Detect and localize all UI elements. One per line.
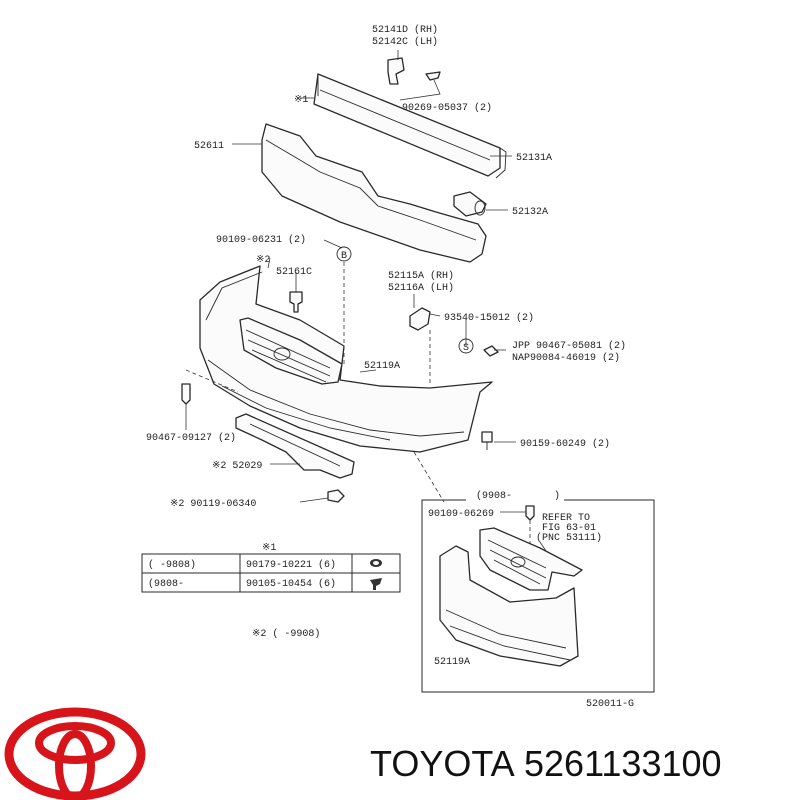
- refer-line-2: FIG 63-01: [542, 523, 596, 534]
- clip-icon-round: [370, 559, 382, 567]
- table-row-2-range: (9808-: [148, 578, 184, 590]
- label-90159: 90159-60249 (2): [520, 438, 610, 450]
- bumper-reinforcement: [313, 73, 507, 179]
- note1-marker: ※1: [294, 95, 308, 106]
- part-number: 5261133100: [524, 743, 722, 784]
- inset-clip: [525, 505, 535, 521]
- label-90269: 90269-05037 (2): [402, 102, 492, 114]
- label-52161c: 52161C: [276, 267, 312, 278]
- bumper-cover: [199, 265, 493, 453]
- label-90109-06269: 90109-06269: [428, 509, 494, 520]
- bumper-stay: [453, 191, 487, 217]
- bumper-retainer-bracket: [387, 57, 405, 85]
- figure-id: 520011-G: [586, 699, 634, 710]
- retainer-52161c: [289, 291, 303, 313]
- inset-label-52119a: 52119A: [434, 657, 470, 668]
- clip-90467: [181, 383, 191, 405]
- bumper-side-bracket: [409, 307, 431, 331]
- inset-grille: [479, 527, 583, 591]
- toyota-logo: [4, 707, 146, 800]
- label-90467: 90467-09127 (2): [146, 432, 236, 444]
- lower-absorber: [235, 413, 355, 479]
- label-nap-nut: NAP90084-46019 (2): [512, 352, 620, 364]
- bolt-90159: [481, 431, 493, 450]
- label-52611: 52611: [194, 141, 224, 152]
- label-52116a: 52116A (LH): [388, 282, 454, 294]
- label-52029: ※2 52029: [212, 461, 262, 472]
- table-row-1-range: ( -9808): [148, 559, 196, 571]
- inset-bumper-cover: [439, 545, 579, 667]
- table-row-1-part: 90179-10221 (6): [246, 559, 336, 571]
- brand-name: TOYOTA: [370, 743, 515, 784]
- svg-text:S: S: [463, 343, 469, 354]
- inset-date-range: (9908-: [476, 490, 512, 502]
- label-90109-06231: 90109-06231 (2): [216, 234, 306, 246]
- label-jpp-nut: JPP 90467-05081 (2): [512, 340, 626, 352]
- refer-line-3: (PNC 53111): [536, 532, 602, 544]
- energy-absorber: [261, 123, 487, 263]
- bolt-90119: [327, 489, 345, 503]
- inset-date-close: ): [554, 490, 560, 502]
- note2-footer: ※2 ( -9908): [252, 628, 320, 640]
- bumper-clip: [425, 71, 441, 81]
- table-row-2-part: 90105-10454 (6): [246, 578, 336, 590]
- clip-icon-screw: [370, 578, 382, 590]
- label-52132a: 52132A: [512, 207, 548, 218]
- label-90119: ※2 90119-06340: [170, 499, 256, 510]
- label-52131a: 52131A: [516, 153, 552, 164]
- reference-circle-b: B: [336, 246, 352, 262]
- table-header: ※1: [262, 543, 276, 554]
- inset-panel: (9908- ) 90109-06269 REFER TO FIG 63-01 …: [421, 487, 655, 693]
- bumper-nut: [483, 345, 499, 357]
- refer-line-1: REFER TO: [542, 513, 590, 524]
- reference-circle-s: S: [458, 338, 474, 354]
- grille-opening: [239, 317, 343, 385]
- label-93540: 93540-15012 (2): [444, 312, 534, 324]
- label-52141d: 52141D (RH): [372, 24, 438, 36]
- svg-text:B: B: [341, 251, 347, 262]
- label-52119a: 52119A: [364, 361, 400, 372]
- note2-marker: ※2: [256, 255, 270, 266]
- note1-table: ※1 ( -9808) 90179-10221 (6) (9808- 90105…: [141, 543, 401, 593]
- label-52142c: 52142C (LH): [372, 36, 438, 48]
- label-52115a: 52115A (RH): [388, 270, 454, 282]
